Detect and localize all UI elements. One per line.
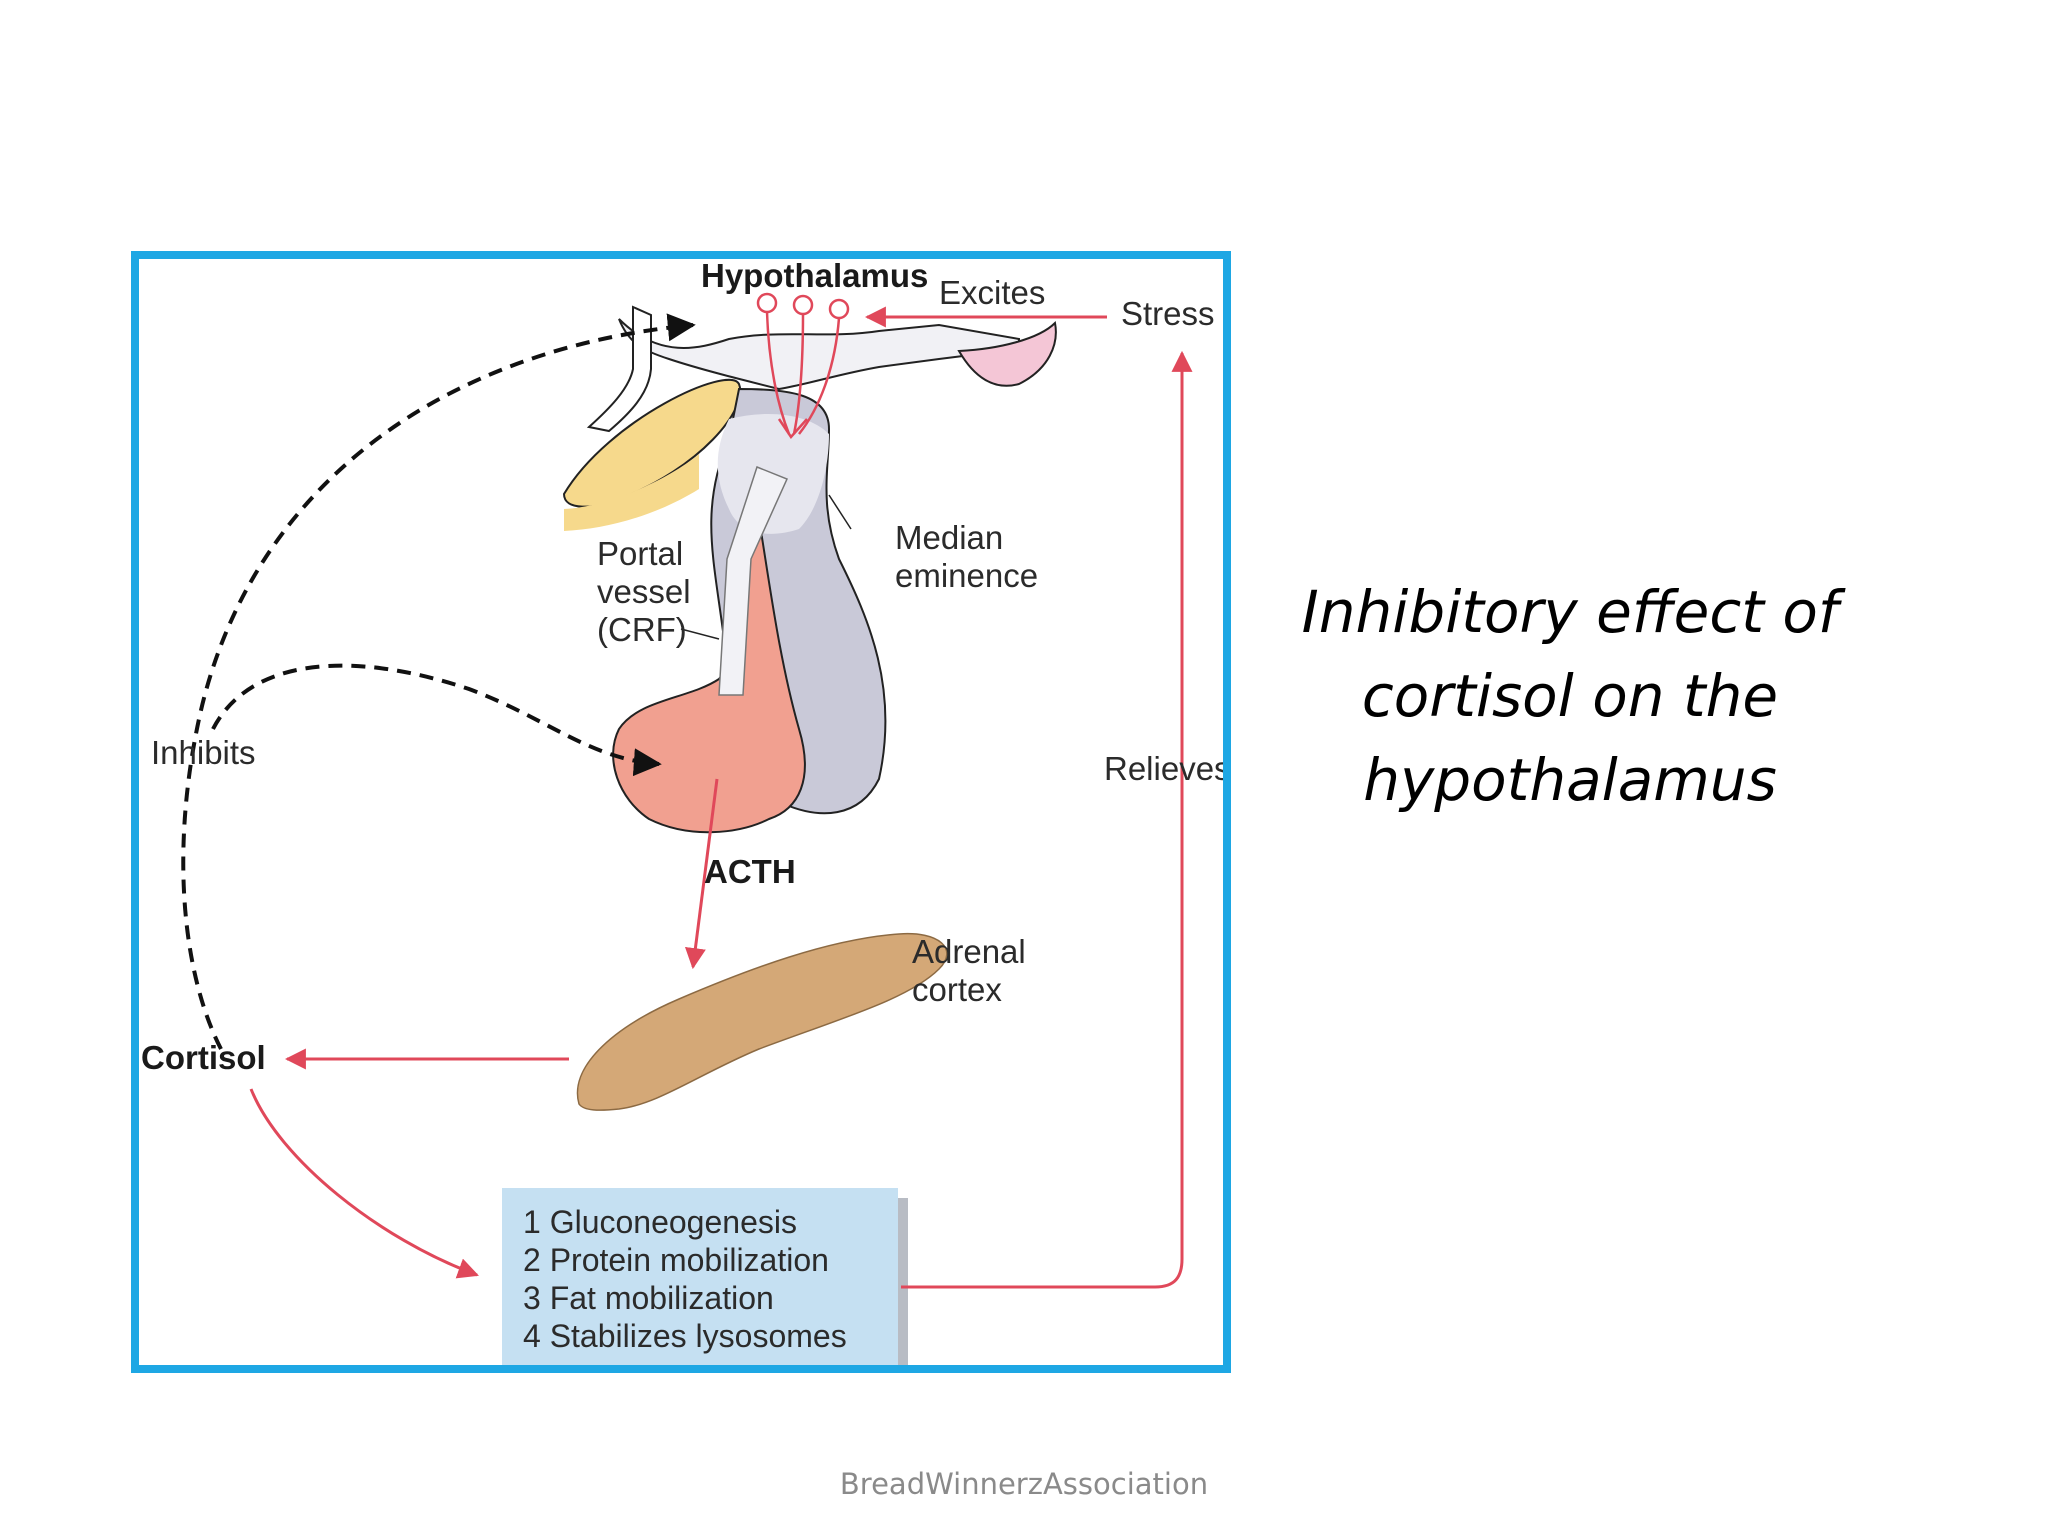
- portal-vessel-label-line3: (CRF): [597, 611, 687, 648]
- median-eminence-label-line1: Median: [895, 519, 1003, 556]
- median-eminence-label-line2: eminence: [895, 557, 1038, 594]
- effect-item-3: 3 Fat mobilization: [523, 1280, 774, 1316]
- acth-label: ACTH: [704, 853, 796, 890]
- adrenal-cortex-label-line1: Adrenal: [912, 933, 1026, 970]
- slide-title-line-3: hypothalamus: [1363, 746, 1777, 814]
- inhibits-pituitary-arrow: [211, 663, 662, 777]
- inhibits-label: Inhibits: [151, 734, 256, 771]
- excites-label: Excites: [939, 274, 1045, 311]
- hpa-axis-diagram: Hypothalamus Excites Stress Portal vesse…: [141, 259, 1223, 1365]
- effects-box: [502, 1188, 898, 1365]
- cortisol-label: Cortisol: [141, 1039, 266, 1076]
- portal-vessel-label-line1: Portal: [597, 535, 683, 572]
- portal-vessel-label-line2: vessel: [597, 573, 691, 610]
- adrenal-cortex-label-line2: cortex: [912, 971, 1002, 1008]
- median-eminence-leader: [828, 494, 852, 530]
- inhibits-hypothalamus-arrow: [181, 313, 696, 1050]
- acth-arrow: [684, 778, 719, 970]
- adrenal-cortex: [576, 932, 948, 1111]
- slide-footer: BreadWinnerzAssociation: [839, 1467, 1209, 1501]
- diagram-frame: Hypothalamus Excites Stress Portal vesse…: [131, 251, 1231, 1373]
- effect-item-2: 2 Protein mobilization: [523, 1242, 829, 1278]
- effect-item-1: 1 Gluconeogenesis: [523, 1204, 797, 1240]
- effect-item-4: 4 Stabilizes lysosomes: [523, 1318, 847, 1354]
- hypothalamic-neurons: [756, 292, 850, 440]
- portal-vessel: [718, 466, 789, 696]
- slide-title: Inhibitory effect of cortisol on the hyp…: [1270, 570, 1870, 822]
- portal-vessel-leader: [680, 628, 720, 640]
- cortisol-to-effects-arrow: [249, 1088, 479, 1279]
- hypothalamus-label: Hypothalamus: [701, 259, 928, 294]
- hypothalamus-floor: [618, 318, 1020, 391]
- stress-label: Stress: [1121, 295, 1215, 332]
- pink-structure: [957, 320, 1057, 387]
- optic-nerve: [564, 454, 699, 531]
- relieves-label: Relieves: [1104, 750, 1223, 787]
- hypothalamic-tract: [586, 305, 652, 433]
- relieves-arrow: [901, 350, 1193, 1289]
- slide-title-line-2: cortisol on the: [1361, 662, 1779, 730]
- slide-title-line-1: Inhibitory effect of: [1301, 578, 1839, 646]
